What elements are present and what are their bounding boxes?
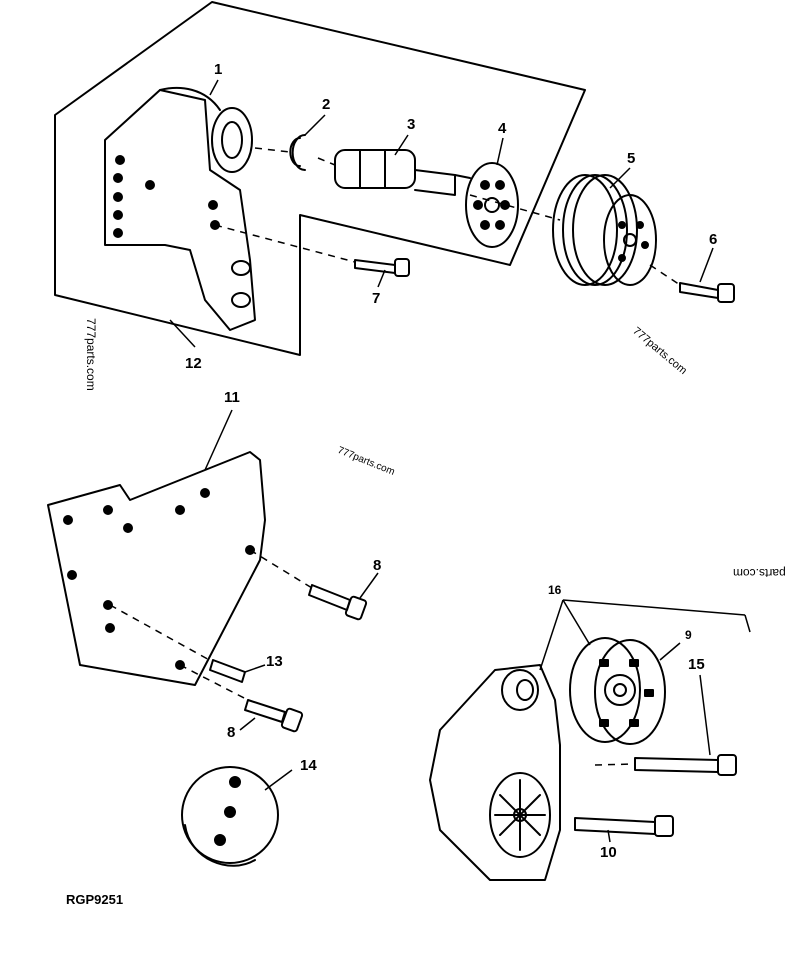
- callout-1: 1: [214, 61, 223, 78]
- shaft-part-3: [334, 149, 471, 196]
- assembly-line: [594, 763, 636, 766]
- leader-line: [377, 269, 386, 288]
- callout-10: 10: [600, 844, 617, 861]
- bolt-part-15: [634, 754, 737, 776]
- bracket-part-1: [104, 86, 256, 331]
- figure-id: RGP9251: [66, 892, 124, 907]
- callout-7: 7: [372, 290, 381, 307]
- callout-6: 6: [709, 231, 718, 248]
- mounting-plate-part-11: [47, 451, 266, 686]
- leader-line: [659, 642, 681, 661]
- callout-16: 16: [548, 583, 562, 597]
- leader-line: [607, 829, 611, 843]
- spacer-part-14: [181, 766, 279, 867]
- callout-4: 4: [498, 120, 507, 137]
- bolt-part-10: [574, 815, 674, 837]
- assembly-line: [249, 549, 313, 589]
- leader-line: [169, 319, 196, 348]
- tensioner-assembly-part-16: [429, 664, 561, 881]
- hub-part-4: [465, 162, 519, 248]
- leader-line: [209, 79, 219, 96]
- assembly-line: [109, 604, 214, 663]
- bolt-part-7: [354, 258, 410, 277]
- callout-8-upper: 8: [373, 557, 382, 574]
- callout-5: 5: [627, 150, 636, 167]
- bolt-part-8-upper: [308, 584, 368, 621]
- callout-15: 15: [688, 656, 705, 673]
- leader-line: [204, 409, 233, 471]
- leader-line: [699, 674, 711, 756]
- leader-line: [304, 114, 326, 136]
- bolt-part-8-lower: [244, 699, 304, 733]
- leader-line: [562, 599, 591, 646]
- watermark-mirrored: parts.com: [733, 566, 786, 580]
- callout-2: 2: [322, 96, 331, 113]
- assembly-line: [469, 194, 561, 221]
- callout-3: 3: [407, 116, 416, 133]
- leader-line: [239, 717, 256, 731]
- leader-line: [609, 167, 631, 189]
- leader-line: [562, 599, 746, 616]
- snap-ring-part-2: [289, 134, 306, 171]
- assembly-line: [254, 147, 291, 153]
- leader-line: [496, 137, 504, 166]
- assembly-line: [214, 224, 356, 263]
- callout-13: 13: [266, 653, 283, 670]
- leader-line: [244, 664, 266, 673]
- leader-line: [394, 134, 409, 156]
- leader-line: [359, 572, 379, 599]
- idler-pulley-part-9: [569, 637, 666, 745]
- assembly-line: [317, 157, 336, 166]
- callout-12: 12: [185, 355, 202, 372]
- bolt-part-6: [679, 282, 735, 303]
- leader-line: [539, 599, 564, 671]
- assembly-line: [649, 264, 681, 286]
- callout-11: 11: [224, 389, 240, 406]
- pulley-part-5: [552, 174, 657, 286]
- callout-14: 14: [300, 757, 317, 774]
- leader-line: [744, 614, 751, 633]
- watermark-vertical: 777parts.com: [84, 318, 98, 391]
- group-outline-12: [54, 1, 586, 356]
- callout-9: 9: [685, 628, 692, 642]
- pin-part-13: [209, 659, 246, 683]
- callout-8-lower: 8: [227, 724, 236, 741]
- leader-line: [699, 247, 714, 283]
- leader-line: [264, 769, 293, 791]
